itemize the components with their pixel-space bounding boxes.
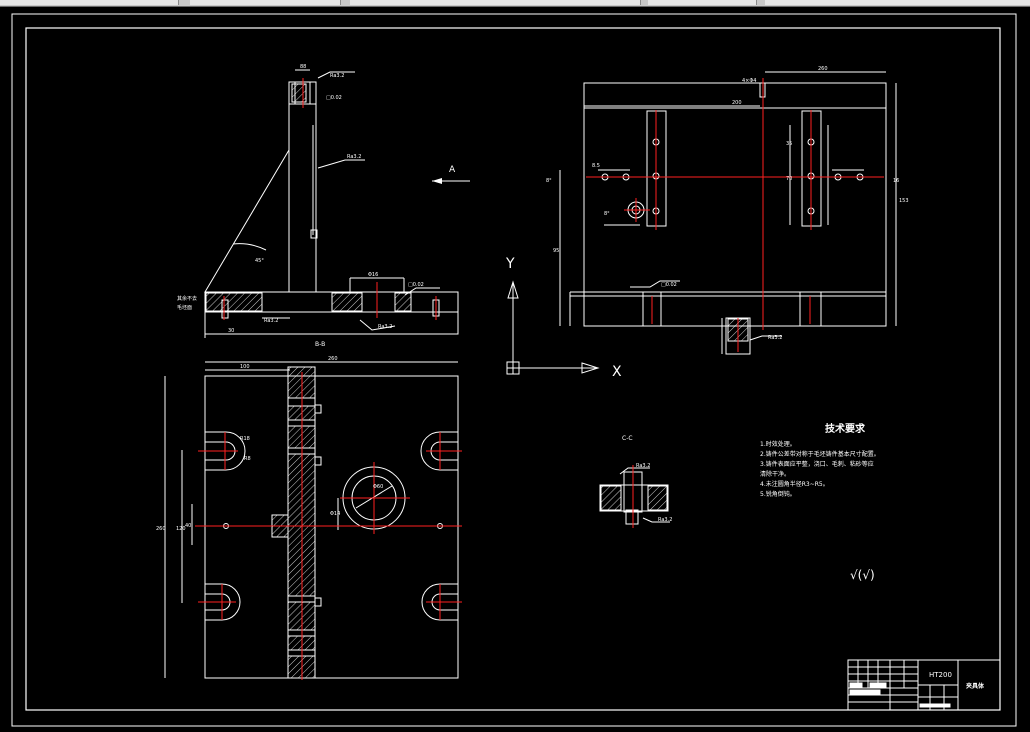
svg-text:Φ60: Φ60 <box>373 484 383 490</box>
front-view-dim-text: 88 Ra3.2 □0.02 Ra3.2 45° 其余不去 毛坯面 Ra3.2 … <box>177 64 424 334</box>
technical-requirements: 技术要求 1.时效处理。 2.铸件公差带对称于毛坯铸件基本尺寸配置。 3.铸件表… <box>760 422 880 498</box>
surface-roughness-symbol: √(√) <box>850 568 875 582</box>
svg-text:16: 16 <box>893 178 899 184</box>
toolbar-segment[interactable] <box>350 0 641 5</box>
toolbar-segment[interactable] <box>765 0 1030 5</box>
svg-text:30: 30 <box>228 328 234 334</box>
title-block <box>847 659 1001 711</box>
svg-text:Ra3.2: Ra3.2 <box>347 154 361 160</box>
tech-req-item: 清除干净。 <box>760 470 790 478</box>
svg-text:8°: 8° <box>604 211 610 217</box>
svg-text:100: 100 <box>240 364 250 370</box>
tech-req-item: 3.铸件表面应平整，浇口、毛刺、粘砂等应 <box>760 460 874 468</box>
svg-text:8.5: 8.5 <box>592 163 600 169</box>
svg-text:Φ14: Φ14 <box>330 511 340 517</box>
svg-text:45°: 45° <box>255 258 264 264</box>
section-b-centerlines <box>195 372 462 680</box>
tech-req-item: 1.时效处理。 <box>760 440 796 448</box>
section-label-b: B-B <box>315 341 325 348</box>
svg-text:□0.02: □0.02 <box>661 282 677 288</box>
svg-text:260: 260 <box>818 66 828 72</box>
side-view <box>559 71 897 355</box>
title-block-part-name: 夹具体 <box>966 682 985 690</box>
front-view-centerlines <box>223 78 437 320</box>
svg-text:8°: 8° <box>546 178 552 184</box>
sheet-border <box>11 13 1017 727</box>
view-arrow-a: A <box>432 165 470 184</box>
svg-text:70: 70 <box>786 176 792 182</box>
view-label-a: A <box>449 165 456 175</box>
section-label-c: C-C <box>622 435 633 442</box>
svg-text:Ra3.2: Ra3.2 <box>330 73 344 79</box>
axis-label-x: X <box>612 364 622 380</box>
svg-text:Ra3.2: Ra3.2 <box>264 318 278 324</box>
svg-text:Φ16: Φ16 <box>368 272 378 278</box>
svg-text:153: 153 <box>899 198 909 204</box>
front-view <box>204 69 459 338</box>
toolbar-segment[interactable] <box>190 0 341 5</box>
title-block-material: HT200 <box>929 671 952 679</box>
svg-text:□0.02: □0.02 <box>408 282 424 288</box>
svg-text:200: 200 <box>732 100 742 106</box>
svg-text:95: 95 <box>553 248 559 254</box>
svg-text:Ra3.2: Ra3.2 <box>378 324 392 330</box>
svg-text:Ra3.2: Ra3.2 <box>768 335 782 341</box>
tech-req-item: 5.锐角倒钝。 <box>760 490 796 498</box>
ucs-axes <box>506 280 600 375</box>
tech-req-item: 4.未注圆角半径R3~R5。 <box>760 480 829 488</box>
toolbar-segment[interactable] <box>0 0 179 5</box>
section-c-dim-text: Ra3.2 Ra3.2 <box>636 463 672 523</box>
toolbar-segment[interactable] <box>648 0 757 5</box>
section-b-view <box>164 361 459 679</box>
side-view-centerlines <box>586 78 884 352</box>
svg-text:Ra3.2: Ra3.2 <box>658 517 672 523</box>
side-view-dim-text: 260 200 4×Φ4 8° 95 16 153 35 70 8° □0.02… <box>546 66 909 341</box>
svg-text:R18: R18 <box>240 436 250 442</box>
svg-text:260: 260 <box>328 356 338 362</box>
svg-text:□0.02: □0.02 <box>326 95 342 101</box>
tech-req-item: 2.铸件公差带对称于毛坯铸件基本尺寸配置。 <box>760 450 880 458</box>
svg-text:260: 260 <box>156 526 166 532</box>
svg-text:35: 35 <box>786 141 792 147</box>
section-c-view <box>599 467 670 525</box>
svg-text:毛坯面: 毛坯面 <box>177 304 192 311</box>
svg-text:Ra3.2: Ra3.2 <box>636 463 650 469</box>
svg-text:其余不去: 其余不去 <box>177 295 197 302</box>
svg-text:4×Φ4: 4×Φ4 <box>742 78 757 84</box>
tech-req-title: 技术要求 <box>825 422 866 435</box>
window-top-toolbar <box>0 0 1030 7</box>
svg-text:88: 88 <box>300 64 306 70</box>
svg-text:40: 40 <box>185 523 191 529</box>
section-b-dim-text: 260 100 R18 R8 260 120 40 Φ14 Φ60 <box>156 356 383 532</box>
axis-label-y: Y <box>505 256 515 272</box>
svg-text:R8: R8 <box>244 456 251 462</box>
svg-text:120: 120 <box>176 526 186 532</box>
